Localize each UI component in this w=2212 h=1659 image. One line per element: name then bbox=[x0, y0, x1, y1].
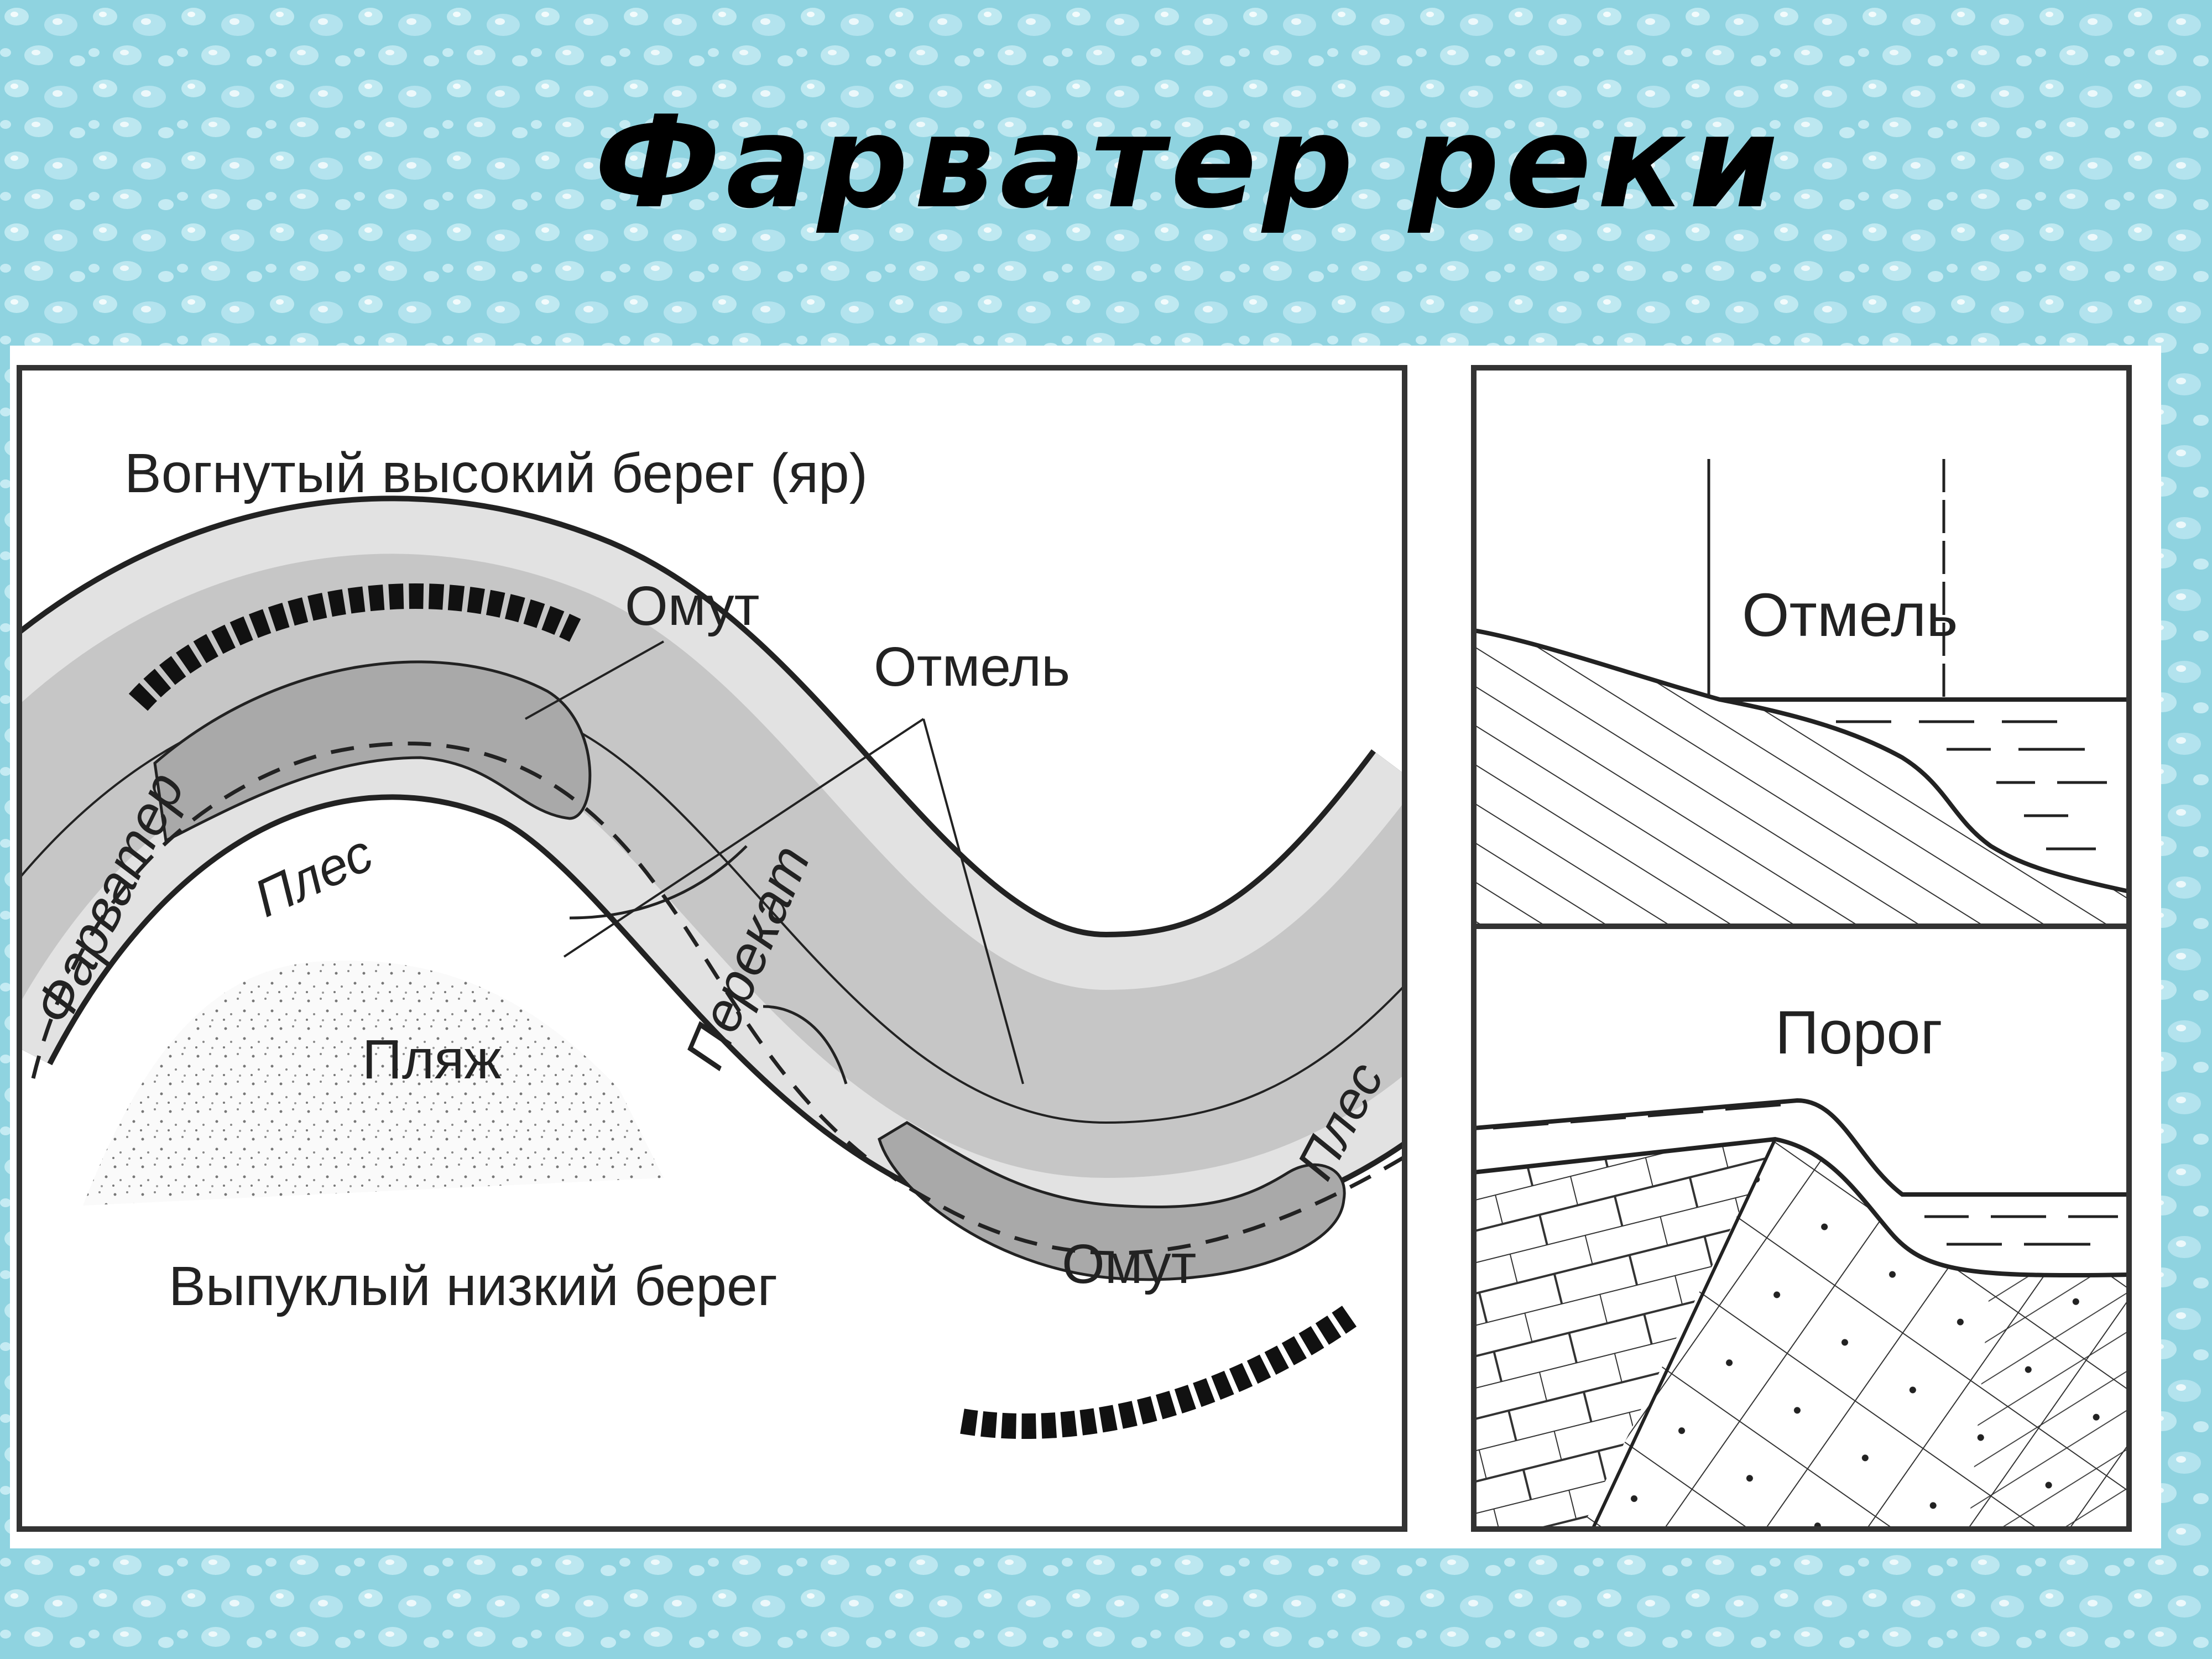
rapid-water-surface bbox=[1474, 1098, 2129, 1197]
rapid-hatched-ground bbox=[1969, 1275, 2129, 1529]
rapid-brick-layer bbox=[1474, 1139, 1775, 1529]
high-bank-top bbox=[128, 583, 581, 711]
shoal-water-dashes bbox=[1836, 720, 2107, 851]
label-pool-top: Омут bbox=[625, 575, 759, 637]
high-bank-bottom bbox=[960, 1306, 1357, 1439]
label-shoal-profile: Отмель bbox=[1742, 581, 1958, 649]
plan-view-panel: Вогнутый высокий берег (яр) Омут Отмель … bbox=[17, 365, 1407, 1532]
beach-sand-area bbox=[83, 960, 664, 1206]
crossing-bar-2 bbox=[763, 1005, 848, 1084]
rapid-water-dashes bbox=[1493, 1103, 2118, 1246]
rapid-bed-line bbox=[1474, 1136, 2129, 1278]
label-concave-bank: Вогнутый высокий берег (яр) bbox=[124, 442, 868, 504]
river-channel-mid bbox=[19, 554, 1405, 1178]
river-fairway-figure: Вогнутый высокий берег (яр) Омут Отмель … bbox=[10, 346, 2161, 1548]
label-pool-bottom: Омут bbox=[1062, 1233, 1196, 1295]
shoal-profile-panel: Отмель bbox=[1471, 365, 2132, 929]
rapid-fault-line bbox=[1591, 1138, 1777, 1529]
leader-pool-top bbox=[525, 640, 664, 720]
fairway-dashed-line bbox=[31, 742, 1405, 1255]
leader-shoal-a bbox=[563, 718, 925, 958]
label-rapid-profile: Порог bbox=[1775, 999, 1943, 1067]
pool-top-area bbox=[153, 660, 592, 843]
rapid-profile-panel: Порог bbox=[1471, 924, 2132, 1532]
label-beach: Пляж bbox=[362, 1029, 501, 1091]
crossing-bar bbox=[569, 845, 748, 920]
leader-shoal-b bbox=[922, 718, 1024, 1084]
shoal-ground bbox=[1474, 628, 2129, 926]
slide-title: Фарватер реки bbox=[594, 89, 1784, 237]
label-convex-bank: Выпуклый низкий берег bbox=[169, 1255, 778, 1317]
pool-bottom-area bbox=[878, 1121, 1346, 1281]
shoal-water bbox=[1720, 700, 2129, 891]
label-shoal: Отмель bbox=[874, 636, 1070, 698]
